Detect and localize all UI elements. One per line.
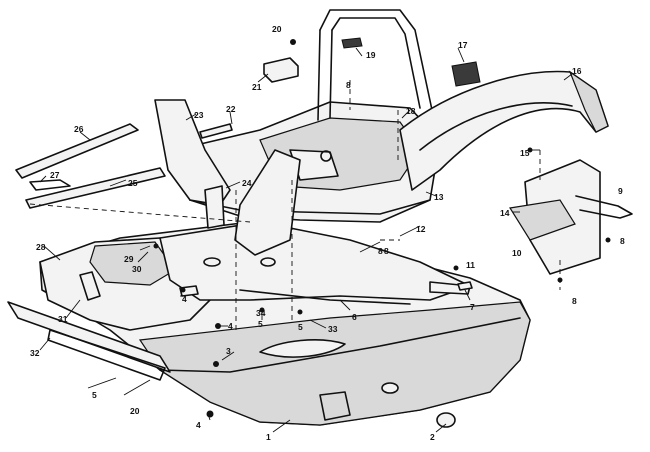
callout-8c: 8: [620, 236, 625, 246]
fasteners: [153, 39, 611, 428]
rear-hoop: [317, 9, 433, 121]
callout-24: 24: [242, 178, 252, 188]
callout-21: 21: [252, 82, 262, 92]
steering-console: [154, 99, 301, 256]
callout-5c: 5: [298, 322, 303, 332]
right-fender: [399, 70, 609, 191]
callout-33: 33: [328, 324, 338, 334]
callout-20a: 20: [272, 24, 282, 34]
callout-15: 15: [520, 148, 530, 158]
callout-20b: 20: [130, 406, 140, 416]
callout-28: 28: [36, 242, 46, 252]
callout-8a: 8: [346, 80, 351, 90]
callout-30: 30: [132, 264, 142, 274]
callout-32: 32: [30, 348, 40, 358]
callout-25: 25: [128, 178, 138, 188]
callout-18: 18: [406, 106, 416, 116]
leader-lines: [39, 47, 573, 433]
callout-19: 19: [366, 50, 376, 60]
callout-9: 9: [618, 186, 623, 196]
callout-12: 12: [416, 224, 426, 234]
callout-8d: 8: [572, 296, 577, 306]
right-bracket: [509, 159, 633, 275]
callout-23: 23: [194, 110, 204, 120]
small-parts: [179, 37, 481, 297]
callout-2: 2: [430, 432, 435, 442]
callout-17: 17: [458, 40, 468, 50]
callout-10: 10: [512, 248, 522, 258]
callout-14: 14: [500, 208, 510, 218]
callout-5b: 5: [258, 319, 263, 329]
callout-8b: 8: [378, 246, 383, 256]
callout-labels: 1 2 3 4 4 4 5 5 5 6 7 8 8 8 8 8 9 10 11 …: [30, 24, 625, 442]
callout-1: 1: [266, 432, 271, 442]
main-frame: [174, 101, 441, 223]
callout-4a: 4: [228, 321, 233, 331]
center-floor: [159, 221, 471, 305]
callout-4b: 4: [182, 294, 187, 304]
callout-4c: 4: [196, 420, 201, 430]
callout-8e: 8: [384, 246, 389, 256]
callout-34: 34: [256, 308, 266, 318]
assembly-lines: [29, 80, 561, 330]
callout-13: 13: [434, 192, 444, 202]
callout-11: 11: [466, 260, 475, 270]
left-rail: [15, 123, 166, 209]
callout-31: 31: [58, 314, 68, 324]
callout-26: 26: [74, 124, 84, 134]
callout-29: 29: [124, 254, 134, 264]
callout-16: 16: [572, 66, 582, 76]
callout-7: 7: [470, 302, 475, 312]
callout-22: 22: [226, 104, 236, 114]
callout-5a: 5: [92, 390, 97, 400]
callout-6: 6: [352, 312, 357, 322]
callout-3: 3: [226, 346, 231, 356]
callout-27: 27: [50, 170, 60, 180]
